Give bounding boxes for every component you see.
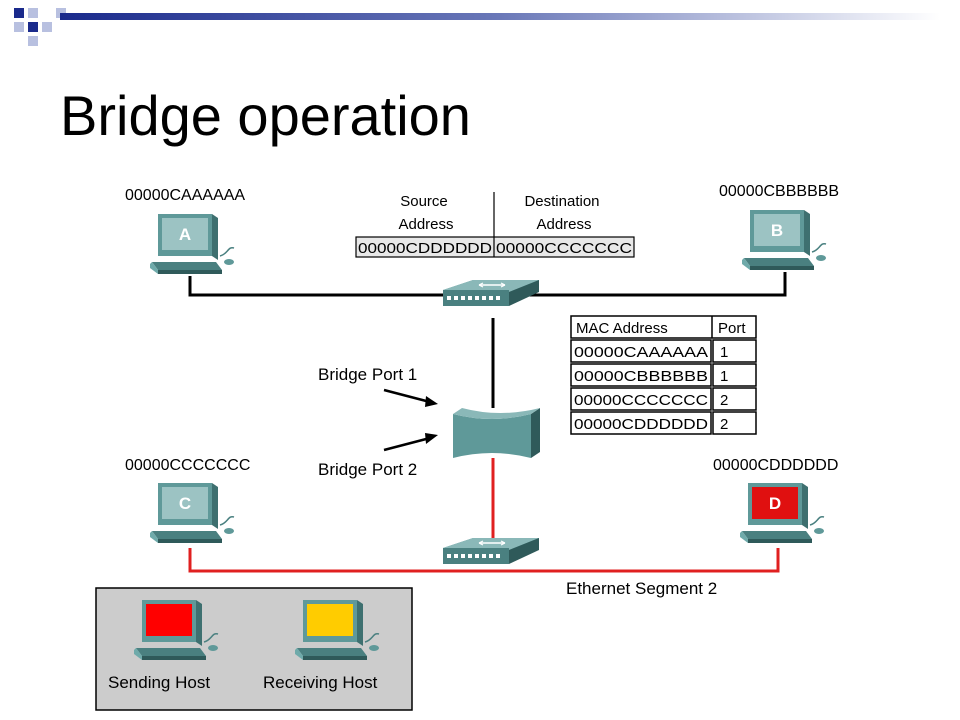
mac-table-row-4-mac: 00000CDDDDDD bbox=[574, 416, 708, 433]
bridge-port-1-label: Bridge Port 1 bbox=[318, 365, 417, 384]
host-a bbox=[149, 213, 235, 275]
frame-source-header-2: Address bbox=[398, 216, 453, 233]
host-b-letter: B bbox=[771, 221, 783, 240]
mac-table-row-4-port: 2 bbox=[720, 416, 728, 433]
frame-dest-header-1: Destination bbox=[524, 193, 599, 210]
host-c-screen bbox=[162, 487, 208, 519]
mac-table-row-2-mac: 00000CBBBBBB bbox=[574, 368, 708, 385]
frame-fields-box bbox=[355, 236, 635, 258]
legend-receiving-label: Receiving Host bbox=[263, 673, 378, 692]
host-c-letter: C bbox=[179, 494, 191, 513]
mac-table-row-2-port: 1 bbox=[720, 368, 728, 385]
host-a-mac: 00000CAAAAAA bbox=[125, 187, 245, 204]
bridge-port-2-arrow bbox=[383, 433, 438, 452]
host-d bbox=[739, 482, 825, 544]
host-a-letter: A bbox=[179, 225, 191, 244]
host-d-letter: D bbox=[769, 494, 781, 513]
slide-header-decoration bbox=[14, 8, 940, 46]
host-b-screen bbox=[754, 214, 800, 246]
legend-sending-screen bbox=[146, 604, 192, 636]
ethernet-segment-2-label: Ethernet Segment 2 bbox=[566, 579, 717, 598]
frame-destination-address: 00000CCCCCCC bbox=[496, 240, 632, 257]
frame-dest-header-2: Address bbox=[536, 216, 591, 233]
mac-table-header-port: Port bbox=[718, 320, 746, 337]
legend-receiving-host-pc bbox=[294, 599, 380, 661]
host-c bbox=[149, 482, 235, 544]
legend-receiving-screen bbox=[307, 604, 353, 636]
bridge-device bbox=[453, 408, 540, 458]
hub-segment-2 bbox=[442, 537, 540, 565]
bridge-port-2-label: Bridge Port 2 bbox=[318, 460, 417, 479]
segment2-cable bbox=[188, 548, 780, 573]
mac-table-row-1-port: 1 bbox=[720, 344, 728, 361]
hub-segment-1 bbox=[442, 279, 540, 307]
host-a-screen bbox=[162, 218, 208, 250]
legend-sending-host-pc bbox=[133, 599, 219, 661]
frame-source-header-1: Source bbox=[400, 193, 448, 210]
host-b-mac: 00000CBBBBBB bbox=[719, 183, 839, 200]
host-d-mac: 00000CDDDDDD bbox=[713, 457, 838, 474]
mac-table-header-mac: MAC Address bbox=[576, 320, 668, 337]
mac-table-row-3-mac: 00000CCCCCCC bbox=[574, 392, 708, 409]
legend-sending-label: Sending Host bbox=[108, 673, 210, 692]
host-d-screen bbox=[752, 487, 798, 519]
slide-title: Bridge operation bbox=[60, 84, 471, 147]
frame-source-address: 00000CDDDDDD bbox=[358, 240, 492, 257]
mac-table-row-3-port: 2 bbox=[720, 392, 728, 409]
bridge-port-1-arrow bbox=[383, 388, 438, 407]
host-b bbox=[741, 209, 827, 271]
host-c-mac: 00000CCCCCCC bbox=[125, 457, 250, 474]
mac-address-table bbox=[570, 315, 757, 435]
mac-table-row-1-mac: 00000CAAAAAA bbox=[574, 344, 708, 361]
